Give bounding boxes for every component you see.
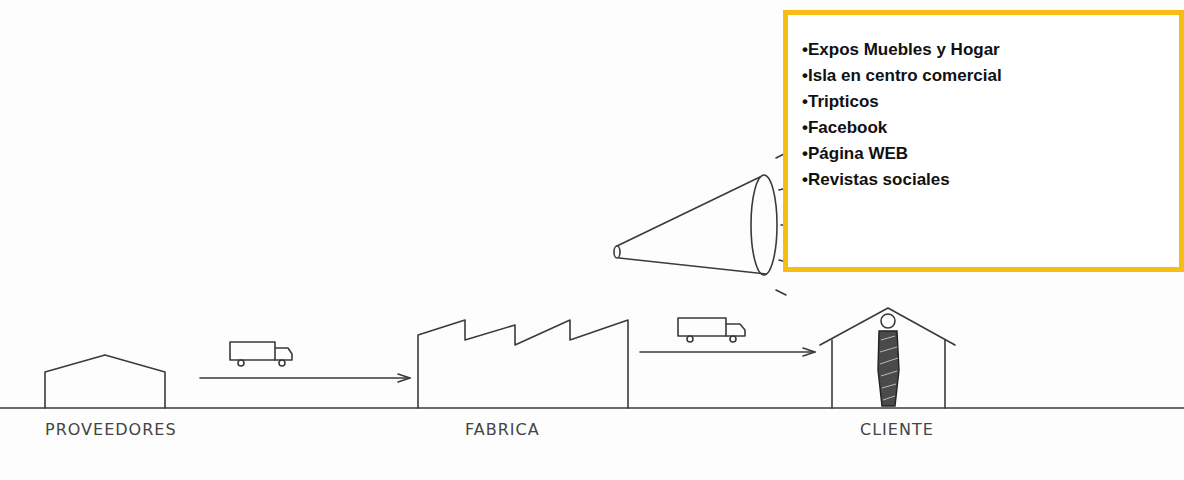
list-item: •Tripticos [802, 89, 1169, 115]
outline-stroke [831, 340, 833, 408]
customer-house: CLIENTE [815, 300, 960, 445]
supplier-building: PROVEEDORES [40, 345, 200, 445]
list-item: •Revistas sociales [802, 167, 1169, 193]
flow-arrow [200, 374, 410, 382]
arrow-shaft [640, 351, 815, 353]
person-head [881, 314, 895, 328]
outline-stroke [944, 340, 946, 408]
list-item: •Expos Muebles y Hogar [802, 37, 1169, 63]
arrow-head [803, 348, 815, 356]
list-item: •Facebook [802, 115, 1169, 141]
list-item: •Isla en centro comercial [802, 63, 1169, 89]
list-item: •Página WEB [802, 141, 1169, 167]
place-label: FABRICA [465, 420, 540, 439]
truck-symbol [678, 318, 745, 342]
ground-line [0, 407, 1184, 409]
megaphone-symbol [614, 153, 792, 295]
outline-stroke [45, 355, 165, 408]
place-label: PROVEEDORES [45, 420, 177, 439]
person-hatch [880, 336, 898, 400]
arrow-shaft [200, 377, 410, 379]
person-body [878, 331, 899, 406]
truck-symbol [230, 342, 292, 366]
place-label: CLIENTE [860, 420, 934, 439]
flow-arrow [640, 348, 815, 356]
promotion-box: •Expos Muebles y Hogar•Isla en centro co… [783, 10, 1184, 272]
arrow-head [398, 374, 410, 382]
outline-stroke [418, 320, 628, 408]
factory-building: FABRICA [410, 310, 640, 445]
